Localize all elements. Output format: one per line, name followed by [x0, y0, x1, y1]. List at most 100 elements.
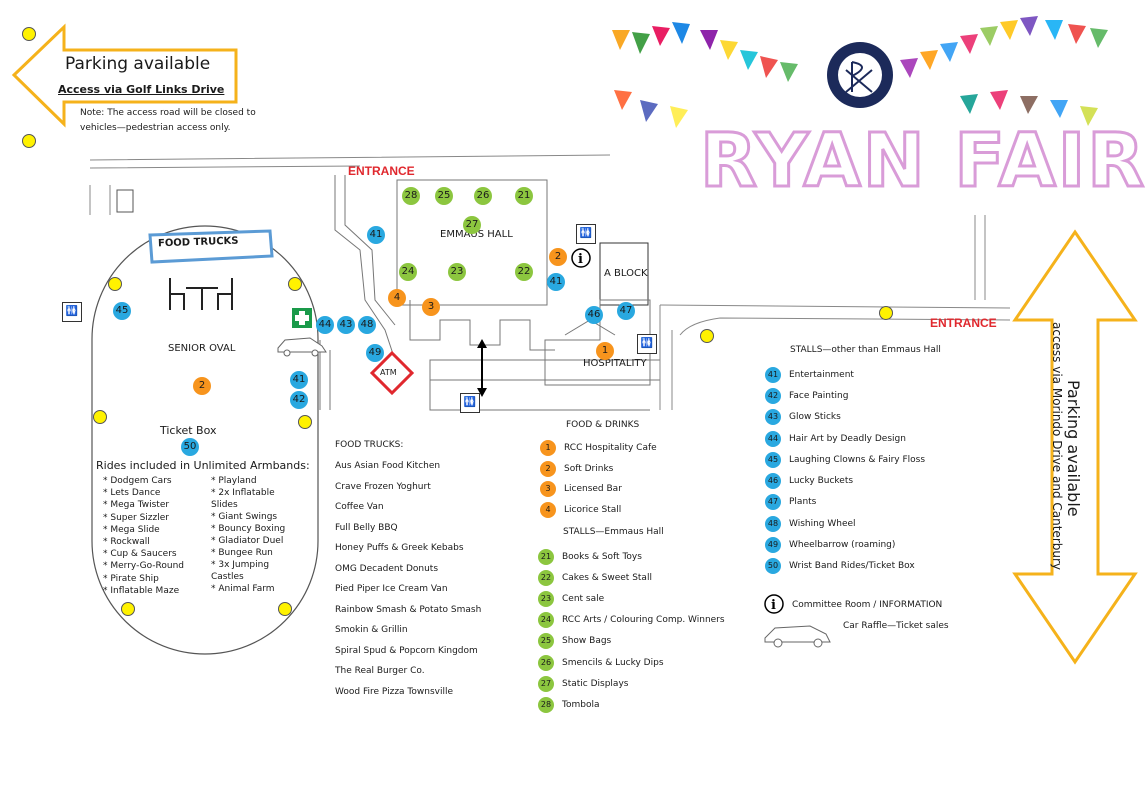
- legend-label: Wrist Band Rides/Ticket Box: [789, 561, 915, 572]
- college-logo: [827, 42, 893, 108]
- legend-label: Face Painting: [789, 390, 849, 401]
- ticket-box-label: Ticket Box: [160, 424, 217, 437]
- legend-row: 50 Wrist Band Rides/Ticket Box: [765, 556, 925, 577]
- marker-dot: [288, 277, 302, 291]
- legend-badge: 49: [765, 537, 781, 554]
- marker-dot: [22, 134, 36, 148]
- map-marker: 2: [549, 248, 567, 266]
- legend-badge: 21: [538, 548, 554, 565]
- legend-badge: 50: [765, 558, 781, 575]
- legend-label: Books & Soft Toys: [562, 551, 642, 562]
- food-truck-item: Coffee Van: [335, 502, 384, 512]
- food-truck-item: The Real Burger Co.: [335, 666, 425, 676]
- entrance-top: ENTRANCE: [348, 164, 415, 178]
- svg-text:i: i: [578, 252, 583, 267]
- legend-row: 26 Smencils & Lucky Dips: [538, 652, 725, 673]
- legend-row: 24 RCC Arts / Colouring Comp. Winners: [538, 610, 725, 631]
- stalls-other-heading: STALLS—other than Emmaus Hall: [790, 345, 941, 355]
- food-trucks-heading: FOOD TRUCKS:: [335, 440, 404, 450]
- emmaus-hall-label: EMMAUS HALL: [440, 229, 513, 240]
- legend-label: Licorice Stall: [564, 504, 622, 515]
- bunting-flags: [612, 16, 1108, 128]
- legend-row: 21 Books & Soft Toys: [538, 546, 725, 567]
- legend-label: Smencils & Lucky Dips: [562, 657, 664, 668]
- legend-label: Plants: [789, 497, 817, 508]
- legend-badge: 42: [765, 387, 781, 404]
- legend-badge: 1: [540, 440, 556, 457]
- map-marker: 48: [358, 316, 376, 334]
- legend-badge: 24: [538, 612, 554, 629]
- food-truck-item: Smokin & Grillin: [335, 625, 408, 635]
- map-marker: 28: [402, 187, 420, 205]
- car-icon: [277, 337, 327, 357]
- ride-item: * Merry-Go-Round: [103, 561, 185, 572]
- ride-item: * Mega Twister: [103, 500, 170, 511]
- map-marker: 23: [448, 263, 466, 281]
- legend-label: Licensed Bar: [564, 484, 622, 495]
- toilet-icon: 🚻: [62, 302, 82, 322]
- toilet-icon: 🚻: [637, 334, 657, 354]
- legend-label: Lucky Buckets: [789, 476, 854, 487]
- food-trucks-banner: [148, 229, 274, 264]
- food-drinks-heading: FOOD & DRINKS: [566, 420, 640, 430]
- legend-label: Entertainment: [789, 369, 854, 380]
- legend-badge: 25: [538, 633, 554, 650]
- car-raffle-label: Car Raffle—Ticket sales: [843, 621, 949, 631]
- ride-item: * Cup & Saucers: [103, 549, 177, 560]
- parking-left-note-2: vehicles—pedestrian access only.: [80, 123, 231, 133]
- legend-label: Laughing Clowns & Fairy Floss: [789, 454, 926, 465]
- legend-badge: 45: [765, 451, 781, 468]
- legend-badge: 26: [538, 654, 554, 671]
- parking-left-arrow: [11, 23, 238, 128]
- marker-dot: [879, 306, 893, 320]
- parking-left-subtitle: Access via Golf Links Drive: [58, 83, 225, 96]
- food-truck-item: Honey Puffs & Greek Kebabs: [335, 543, 464, 553]
- marker-dot: [121, 602, 135, 616]
- parking-right-title: Parking available: [1064, 380, 1083, 517]
- legend-label: RCC Arts / Colouring Comp. Winners: [562, 615, 725, 626]
- hospitality-label: HOSPITALITY: [583, 358, 647, 369]
- map-marker: 47: [617, 302, 635, 320]
- map-marker: 3: [422, 298, 440, 316]
- map-marker: 41: [367, 226, 385, 244]
- map-marker: 50: [181, 438, 199, 456]
- legend-row: 45 Laughing Clowns & Fairy Floss: [765, 449, 925, 470]
- map-marker: 49: [366, 344, 384, 362]
- parking-left-note-1: Note: The access road will be closed to: [80, 108, 256, 118]
- ride-item: * Playland: [211, 476, 257, 486]
- legend-label: Wishing Wheel: [789, 518, 856, 529]
- legend-badge: 28: [538, 696, 554, 713]
- legend-badge: 2: [540, 460, 556, 477]
- ride-item: * Inflatable Maze: [103, 585, 180, 596]
- map-marker: 41: [547, 273, 565, 291]
- map-marker: 26: [474, 187, 492, 205]
- ride-item: * Mega Slide: [103, 524, 160, 535]
- toilet-icon: 🚻: [460, 393, 480, 413]
- table-chairs-icon: [169, 278, 233, 310]
- legend-label: Cent sale: [562, 593, 605, 604]
- ride-item: * Gladiator Duel: [211, 536, 284, 546]
- food-truck-item: Pied Piper Ice Cream Van: [335, 584, 448, 594]
- map-marker: 42: [290, 391, 308, 409]
- rides-col1: * Dodgem Cars* Lets Dance* Mega Twister*…: [103, 475, 184, 597]
- map-marker: 44: [316, 316, 334, 334]
- food-truck-item: Rainbow Smash & Potato Smash: [335, 604, 482, 615]
- ride-item: * Animal Farm: [211, 584, 275, 594]
- map-marker: 41: [290, 371, 308, 389]
